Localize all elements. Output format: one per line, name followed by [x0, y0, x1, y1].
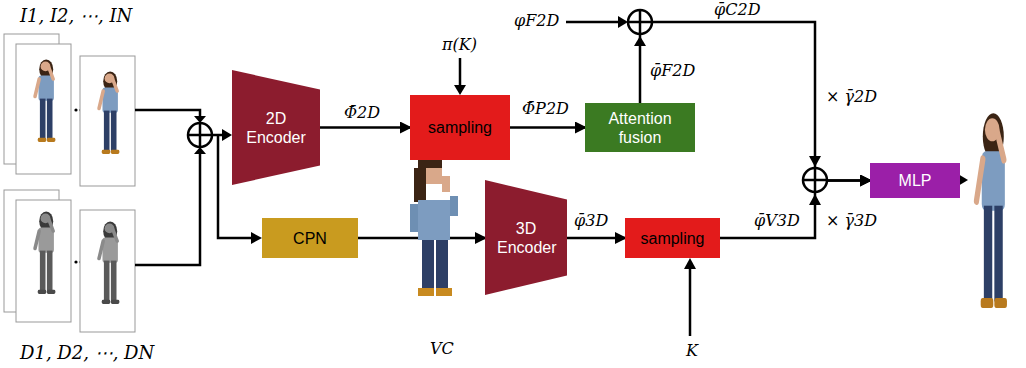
edge-label: Φ̄2D — [342, 104, 382, 122]
connector-arrow — [567, 237, 625, 240]
sum-symbol — [803, 168, 827, 192]
math-label: D1, D2, ⋯, DN — [18, 342, 156, 363]
math-label: × γ̄3D — [824, 212, 879, 230]
depth-image-stack — [4, 190, 135, 332]
sum-symbol — [188, 123, 212, 147]
encoder-trapezoid: 2D Encoder — [232, 70, 320, 185]
math-label: φ̄F2D — [648, 62, 697, 80]
math-label: K — [684, 342, 700, 360]
fusion-box: Attention fusion — [585, 103, 695, 152]
voxel-figure — [410, 160, 458, 296]
node-text: MLP — [899, 171, 932, 190]
connector-arrow — [320, 126, 410, 129]
network-box: CPN — [262, 218, 358, 258]
trapezoid-shape — [485, 180, 567, 295]
connector-arrow — [510, 126, 585, 129]
edge-label: φ̄3D — [572, 212, 610, 230]
node-text: Attention fusion — [593, 109, 687, 147]
sampling-box: sampling — [410, 95, 510, 160]
math-label: VC — [428, 340, 456, 358]
math-label: × γ̄2D — [824, 88, 879, 106]
rgb-image-stack — [4, 34, 135, 186]
sampling-box: sampling — [625, 218, 720, 258]
edge-label: φ̄C2D — [712, 1, 762, 19]
node-text: 2D Encoder — [243, 109, 309, 147]
math-label: π(K) — [440, 36, 479, 54]
edge-label: φ̄V3D — [752, 212, 802, 230]
math-label: I1, I2, ⋯, IN — [18, 5, 134, 26]
node-text: 3D Encoder — [497, 219, 555, 257]
node-text: CPN — [293, 229, 327, 248]
mlp-box: MLP — [870, 163, 960, 198]
edge-label: Φ̄P2D — [520, 100, 571, 118]
sum-symbol — [628, 10, 652, 34]
output-figure — [977, 113, 1007, 308]
arrowheads — [194, 16, 968, 336]
math-label: φF2D — [512, 12, 561, 30]
trapezoid-shape — [232, 70, 320, 185]
encoder-trapezoid: 3D Encoder — [485, 180, 567, 295]
node-text: sampling — [640, 229, 704, 248]
node-text: sampling — [428, 118, 492, 137]
